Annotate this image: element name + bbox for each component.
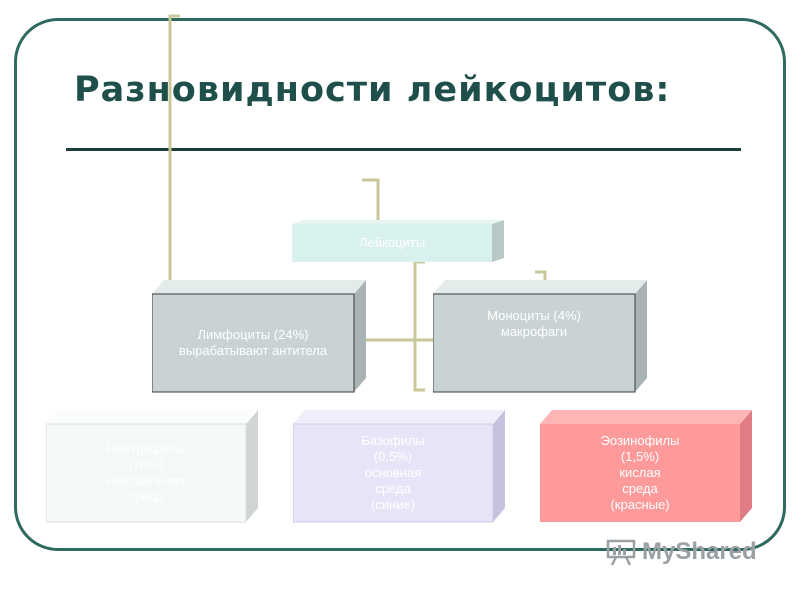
basophils-box-shape: [293, 410, 505, 523]
connector-top: [362, 178, 380, 222]
eosinophils-line-5: (красные): [610, 497, 670, 512]
connector-center: [413, 260, 425, 392]
eosinophils-line-2: (1,5%): [620, 449, 660, 464]
basophils-line-4: среда: [375, 481, 411, 496]
presentation-board-icon: [606, 539, 636, 566]
neutrophils-line-2: (70%): [128, 457, 164, 472]
eosinophils-line-3: кислая: [619, 465, 661, 480]
neutrophils-line-1: Нейтрофилы: [106, 441, 186, 456]
slide-title: Разновидности лейкоцитов:: [74, 70, 671, 110]
monocytes-box-shape: [433, 280, 647, 393]
lymphocytes-line-2: вырабатывают антитела: [178, 343, 328, 358]
eosinophils-line-1: Эозинофилы: [600, 433, 680, 448]
eosinophils-box-shape: [540, 410, 752, 522]
basophils-line-5: (синие): [370, 497, 416, 512]
watermark-text: MyShared: [642, 538, 757, 565]
myshared-watermark: MyShared: [606, 538, 757, 566]
neutrophils-line-3: нейтральная: [107, 473, 185, 488]
neutrophils-box-shape: [46, 410, 258, 523]
basophils-line-2: (0,5%): [373, 449, 413, 464]
monocytes-line-1: Моноциты (4%): [487, 308, 581, 323]
monocytes-line-2: макрофаги: [500, 324, 568, 339]
eosinophils-line-4: среда: [622, 481, 658, 496]
leukocytes-box-shape: [292, 220, 504, 262]
basophils-line-3: основная: [364, 465, 422, 480]
basophils-line-1: Базофилы: [361, 433, 425, 448]
leukocytes-label: Лейкоциты: [358, 235, 426, 250]
title-underline: [66, 148, 741, 151]
lymphocytes-line-1: Лимфоциты (24%): [197, 327, 309, 342]
neutrophils-line-4: среда: [128, 489, 164, 504]
lymphocytes-box-shape: [152, 280, 366, 393]
